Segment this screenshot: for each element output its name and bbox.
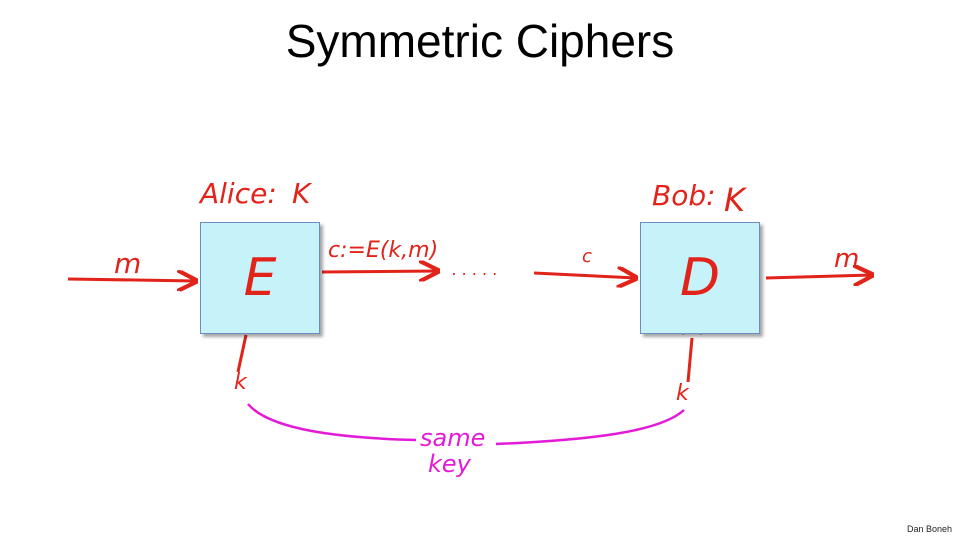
ciphertext-in: c xyxy=(582,246,592,267)
encrypt-box-letter: E xyxy=(243,248,277,308)
input-message: m xyxy=(114,247,142,280)
alice-label: Alice: xyxy=(200,177,277,210)
key-arrow-left xyxy=(236,334,248,373)
same-key-curve xyxy=(247,403,417,442)
output-arrow xyxy=(765,275,872,278)
same-key-line2: key xyxy=(428,450,471,478)
ciphertext-in-arrow xyxy=(533,273,636,278)
bob-label: Bob: xyxy=(652,179,716,212)
same-key-line1: same xyxy=(420,424,486,452)
ciphertext-arrow xyxy=(321,271,438,272)
bob-key: K xyxy=(724,181,745,219)
ciphertext-equation: c:=E(k,m) xyxy=(328,238,439,263)
alice-key: K xyxy=(292,177,311,210)
decrypt-box: D xyxy=(640,222,760,334)
transmission-dots: . . . . . xyxy=(452,260,498,279)
slide-title: Symmetric Ciphers xyxy=(285,15,675,67)
author-credit: Dan Boneh xyxy=(906,524,952,534)
encrypt-box: E xyxy=(200,222,320,334)
key-right: k xyxy=(676,381,689,406)
output-message: m xyxy=(834,244,860,274)
key-arrow-right xyxy=(686,337,694,383)
key-left: k xyxy=(234,370,247,395)
decrypt-box-letter: D xyxy=(679,248,721,308)
input-arrow xyxy=(67,279,196,281)
